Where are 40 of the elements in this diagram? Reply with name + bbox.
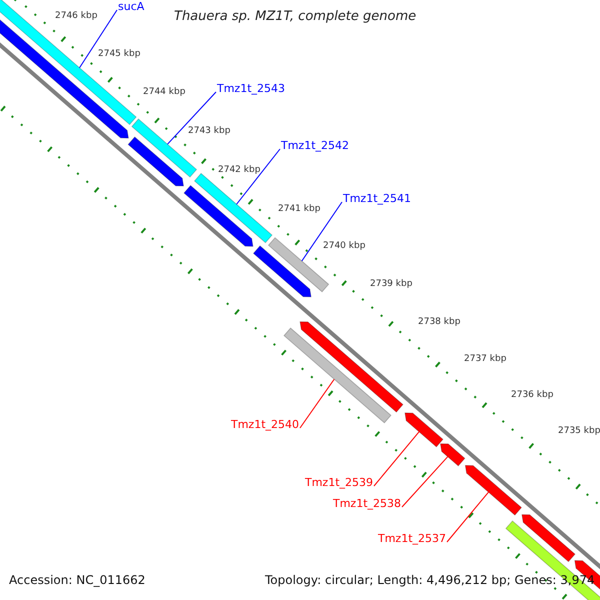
leader-line	[300, 378, 335, 428]
scale-label: 2743 kbp	[188, 127, 230, 137]
scale-label: 2744 kbp	[143, 88, 186, 98]
gene-feature	[404, 412, 444, 448]
gene-label: Tmz1t_2537	[378, 533, 446, 546]
leader-line	[236, 148, 280, 205]
leader-line	[301, 202, 342, 262]
gene-label: Tmz1t_2541	[343, 193, 412, 206]
genome-stats-text: Topology: circular; Length: 4,496,212 bp; Genes: 3,974	[265, 574, 595, 588]
gene-label: sucA	[118, 1, 144, 14]
gene-feature	[252, 245, 312, 298]
gene-label: Tmz1t_2538	[333, 498, 402, 510]
gene-label: Tmz1t_2543	[217, 83, 286, 96]
accession-text: Accession: NC_011662	[9, 574, 146, 588]
leader-line	[374, 431, 420, 486]
gene-feature	[194, 172, 273, 244]
gene-label: Tmz1t_2542	[281, 140, 350, 152]
scale-label: 2735 kbp	[558, 427, 600, 437]
scale-label: 2742 kbp	[218, 166, 260, 176]
gene-feature	[128, 136, 184, 186]
gene-feature	[440, 443, 466, 466]
gene-feature	[300, 321, 404, 413]
leader-line	[79, 10, 118, 68]
scale-label: 2739 kbp	[370, 280, 412, 290]
scale-label: 2741 kbp	[278, 205, 320, 215]
leader-line	[446, 492, 489, 542]
gene-feature	[183, 184, 254, 247]
leader-line	[402, 456, 448, 508]
scale-label: 2737 kbp	[464, 355, 506, 365]
leader-line	[167, 92, 216, 145]
scale-label: 2745 kbp	[98, 50, 140, 60]
scale-label: 2738 kbp	[418, 318, 460, 328]
title: Thauera sp. MZ1T, complete genome	[174, 10, 416, 24]
gene-feature	[521, 514, 576, 562]
gene-label: Tmz1t_2539	[305, 477, 374, 490]
scale-label: 2736 kbp	[511, 391, 554, 401]
scale-label: 2740 kbp	[323, 242, 366, 252]
scale-label: 2746 kbp	[55, 12, 98, 22]
gene-label: Tmz1t_2540	[231, 419, 300, 432]
gene-feature	[464, 465, 522, 516]
